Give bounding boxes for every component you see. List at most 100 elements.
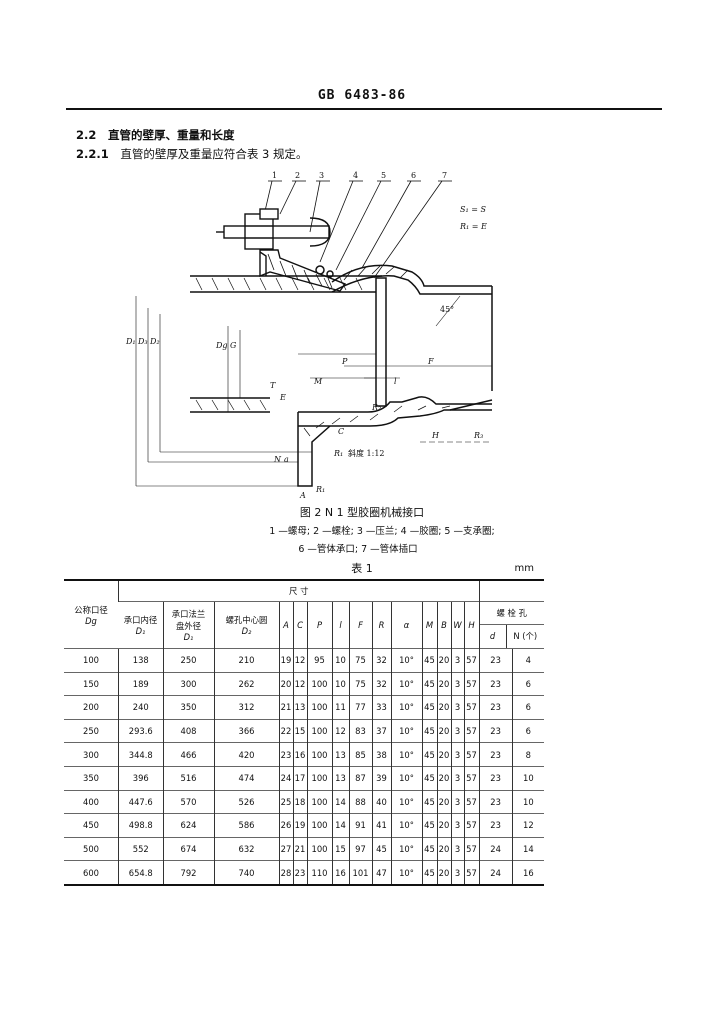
table-cell: 41 xyxy=(371,813,391,838)
col-c: C xyxy=(292,601,307,649)
col-d1-label: 承口内径 xyxy=(123,615,158,625)
dimension-table: 公称口径 Dg 尺 寸 承口内径 D₁ 承口法兰 盘外径 D₁ 螺孔中心圆 D₂… xyxy=(64,579,544,886)
table-cell: 466 xyxy=(162,742,214,767)
subsection-number: 2.2.1 xyxy=(76,147,109,161)
col-m: M xyxy=(421,601,437,649)
table-cell: 3 xyxy=(450,695,464,720)
table-cell: 13 xyxy=(331,765,349,791)
table-cell: 14 xyxy=(331,813,349,838)
table-cell: 57 xyxy=(463,836,479,861)
table-cell: 3 xyxy=(450,671,464,696)
table-cell: 97 xyxy=(348,836,372,861)
dim-c: C xyxy=(338,427,344,436)
col-l: l xyxy=(331,601,349,649)
table-cell: 4 xyxy=(511,648,544,673)
dim-d1: D₁ xyxy=(125,337,136,346)
dim-g: G xyxy=(230,341,237,350)
col-d1-flange: 承口法兰 盘外径 D₁ xyxy=(162,601,214,649)
table-cell: 15 xyxy=(292,718,307,743)
col-b: B xyxy=(436,601,451,649)
table-cell: 28 xyxy=(278,860,293,886)
table-cell: 10 xyxy=(511,765,544,791)
table-cell: 262 xyxy=(213,671,279,696)
table-cell: 75 xyxy=(348,671,372,696)
table-cell: 792 xyxy=(162,860,214,886)
table-unit: mm xyxy=(514,563,534,574)
table-cell: 447.6 xyxy=(118,789,163,814)
table-cell: 3 xyxy=(450,813,464,838)
dim-r1: R₁ xyxy=(333,449,343,458)
group-dimensions: 尺 寸 xyxy=(118,579,479,602)
table-cell: 24 xyxy=(478,836,513,861)
dim-alpha-small: a xyxy=(284,455,289,464)
table-cell: 45 xyxy=(371,836,391,861)
col-dg: 公称口径 Dg xyxy=(64,579,119,649)
table-cell: 450 xyxy=(64,813,119,838)
table-cell: 138 xyxy=(118,648,163,673)
socket-body xyxy=(315,264,493,391)
table-cell: 189 xyxy=(118,671,163,696)
table-cell: 95 xyxy=(306,648,332,673)
table-cell: 10° xyxy=(390,718,422,743)
table-cell: 16 xyxy=(292,742,307,767)
table-cell: 17 xyxy=(292,765,307,791)
table-cell: 45 xyxy=(421,860,437,886)
table-cell: 19 xyxy=(278,648,293,673)
table-cell: 23 xyxy=(478,695,513,720)
table-cell: 408 xyxy=(162,718,214,743)
table-cell: 57 xyxy=(463,648,479,673)
table-cell: 57 xyxy=(463,860,479,886)
table-cell: 12 xyxy=(292,671,307,696)
table-cell: 57 xyxy=(463,742,479,767)
table-cell: 10° xyxy=(390,671,422,696)
col-d2-sym: D₂ xyxy=(241,626,252,636)
table-cell: 570 xyxy=(162,789,214,814)
table-cell: 14 xyxy=(331,789,349,814)
table-cell: 40 xyxy=(371,789,391,814)
table-cell: 3 xyxy=(450,718,464,743)
table-cell: 13 xyxy=(331,742,349,767)
table-cell: 100 xyxy=(306,789,332,814)
table-cell: 57 xyxy=(463,813,479,838)
table-cell: 15 xyxy=(331,836,349,861)
table-title: 表 1 xyxy=(351,562,373,575)
dim-slope: 斜度 1:12 xyxy=(348,448,385,458)
bolt-assembly xyxy=(216,208,331,250)
table-cell: 23 xyxy=(478,671,513,696)
figure-legend-line1: 1 —螺母; 2 —螺栓; 3 —压兰; 4 —胶圈; 5 —支承圈; xyxy=(269,526,495,537)
table-cell: 10° xyxy=(390,789,422,814)
table-cell: 10° xyxy=(390,765,422,791)
col-bolt-d: d xyxy=(480,625,507,648)
section-heading-2-2: 2.2 直管的壁厚、重量和长度 xyxy=(76,127,235,143)
table-cell: 77 xyxy=(348,695,372,720)
table-cell: 23 xyxy=(478,742,513,767)
note-s1: S₁ = S xyxy=(460,205,486,214)
table-cell: 344.8 xyxy=(118,742,163,767)
table-cell: 240 xyxy=(118,695,163,720)
table-cell: 10° xyxy=(390,695,422,720)
table-cell: 45 xyxy=(421,648,437,673)
table-cell: 23 xyxy=(478,648,513,673)
table-cell: 37 xyxy=(371,718,391,743)
callout-2: 2 xyxy=(295,171,300,180)
section-title: 直管的壁厚、重量和长度 xyxy=(108,128,235,142)
table-cell: 23 xyxy=(478,789,513,814)
section-paragraph-2-2-1: 2.2.1 直管的壁厚及重量应符合表 3 规定。 xyxy=(76,146,308,162)
table-cell: 23 xyxy=(478,718,513,743)
table-cell: 45 xyxy=(421,765,437,791)
col-d2-label: 螺孔中心圆 xyxy=(225,615,268,625)
table-cell: 420 xyxy=(213,742,279,767)
table-cell: 312 xyxy=(213,695,279,720)
table-cell: 526 xyxy=(213,789,279,814)
table-cell: 12 xyxy=(292,648,307,673)
col-d1-sym: D₁ xyxy=(135,626,146,636)
col-h: H xyxy=(463,601,479,649)
table-cell: 38 xyxy=(371,742,391,767)
callout-4: 4 xyxy=(353,171,358,180)
table-cell: 3 xyxy=(450,742,464,767)
